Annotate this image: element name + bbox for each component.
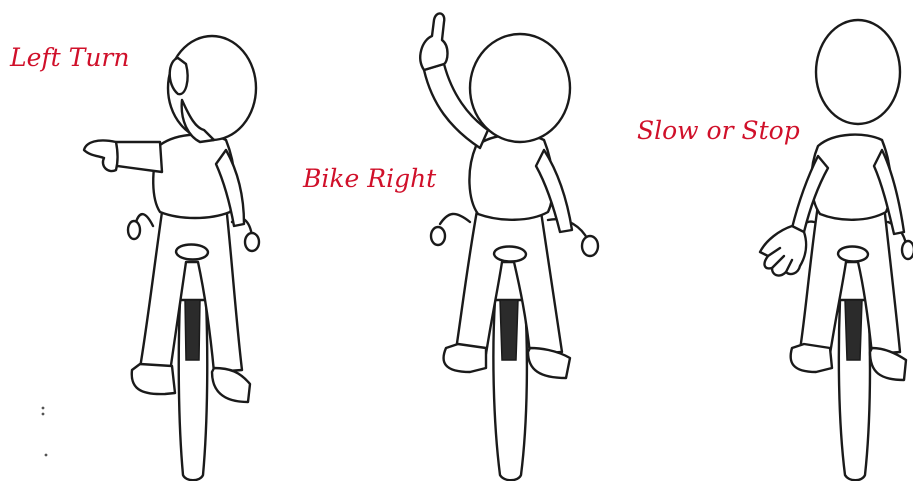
label-left-turn: Left Turn [10, 45, 129, 70]
cyclist-slow-or-stop [760, 20, 913, 480]
wheel-left-turn [179, 300, 207, 480]
seat-slow-or-stop [838, 247, 868, 262]
label-slow-or-stop: Slow or Stop [637, 118, 800, 143]
seat-left-turn [176, 245, 208, 260]
head-slow-or-stop [816, 20, 900, 124]
cyclist-bike-right [420, 13, 598, 480]
head-bike-right [470, 34, 570, 142]
arm-extended-left [84, 140, 162, 172]
wheel-bike-right [493, 300, 526, 480]
stray-mark [42, 413, 45, 416]
label-bike-right: Bike Right [303, 166, 436, 191]
head-left-turn [168, 36, 256, 142]
cyclist-left-turn [84, 36, 259, 480]
wheel-slow-or-stop [839, 300, 870, 480]
stray-mark [45, 454, 48, 457]
stray-mark [42, 407, 45, 410]
seat-bike-right [494, 247, 526, 262]
